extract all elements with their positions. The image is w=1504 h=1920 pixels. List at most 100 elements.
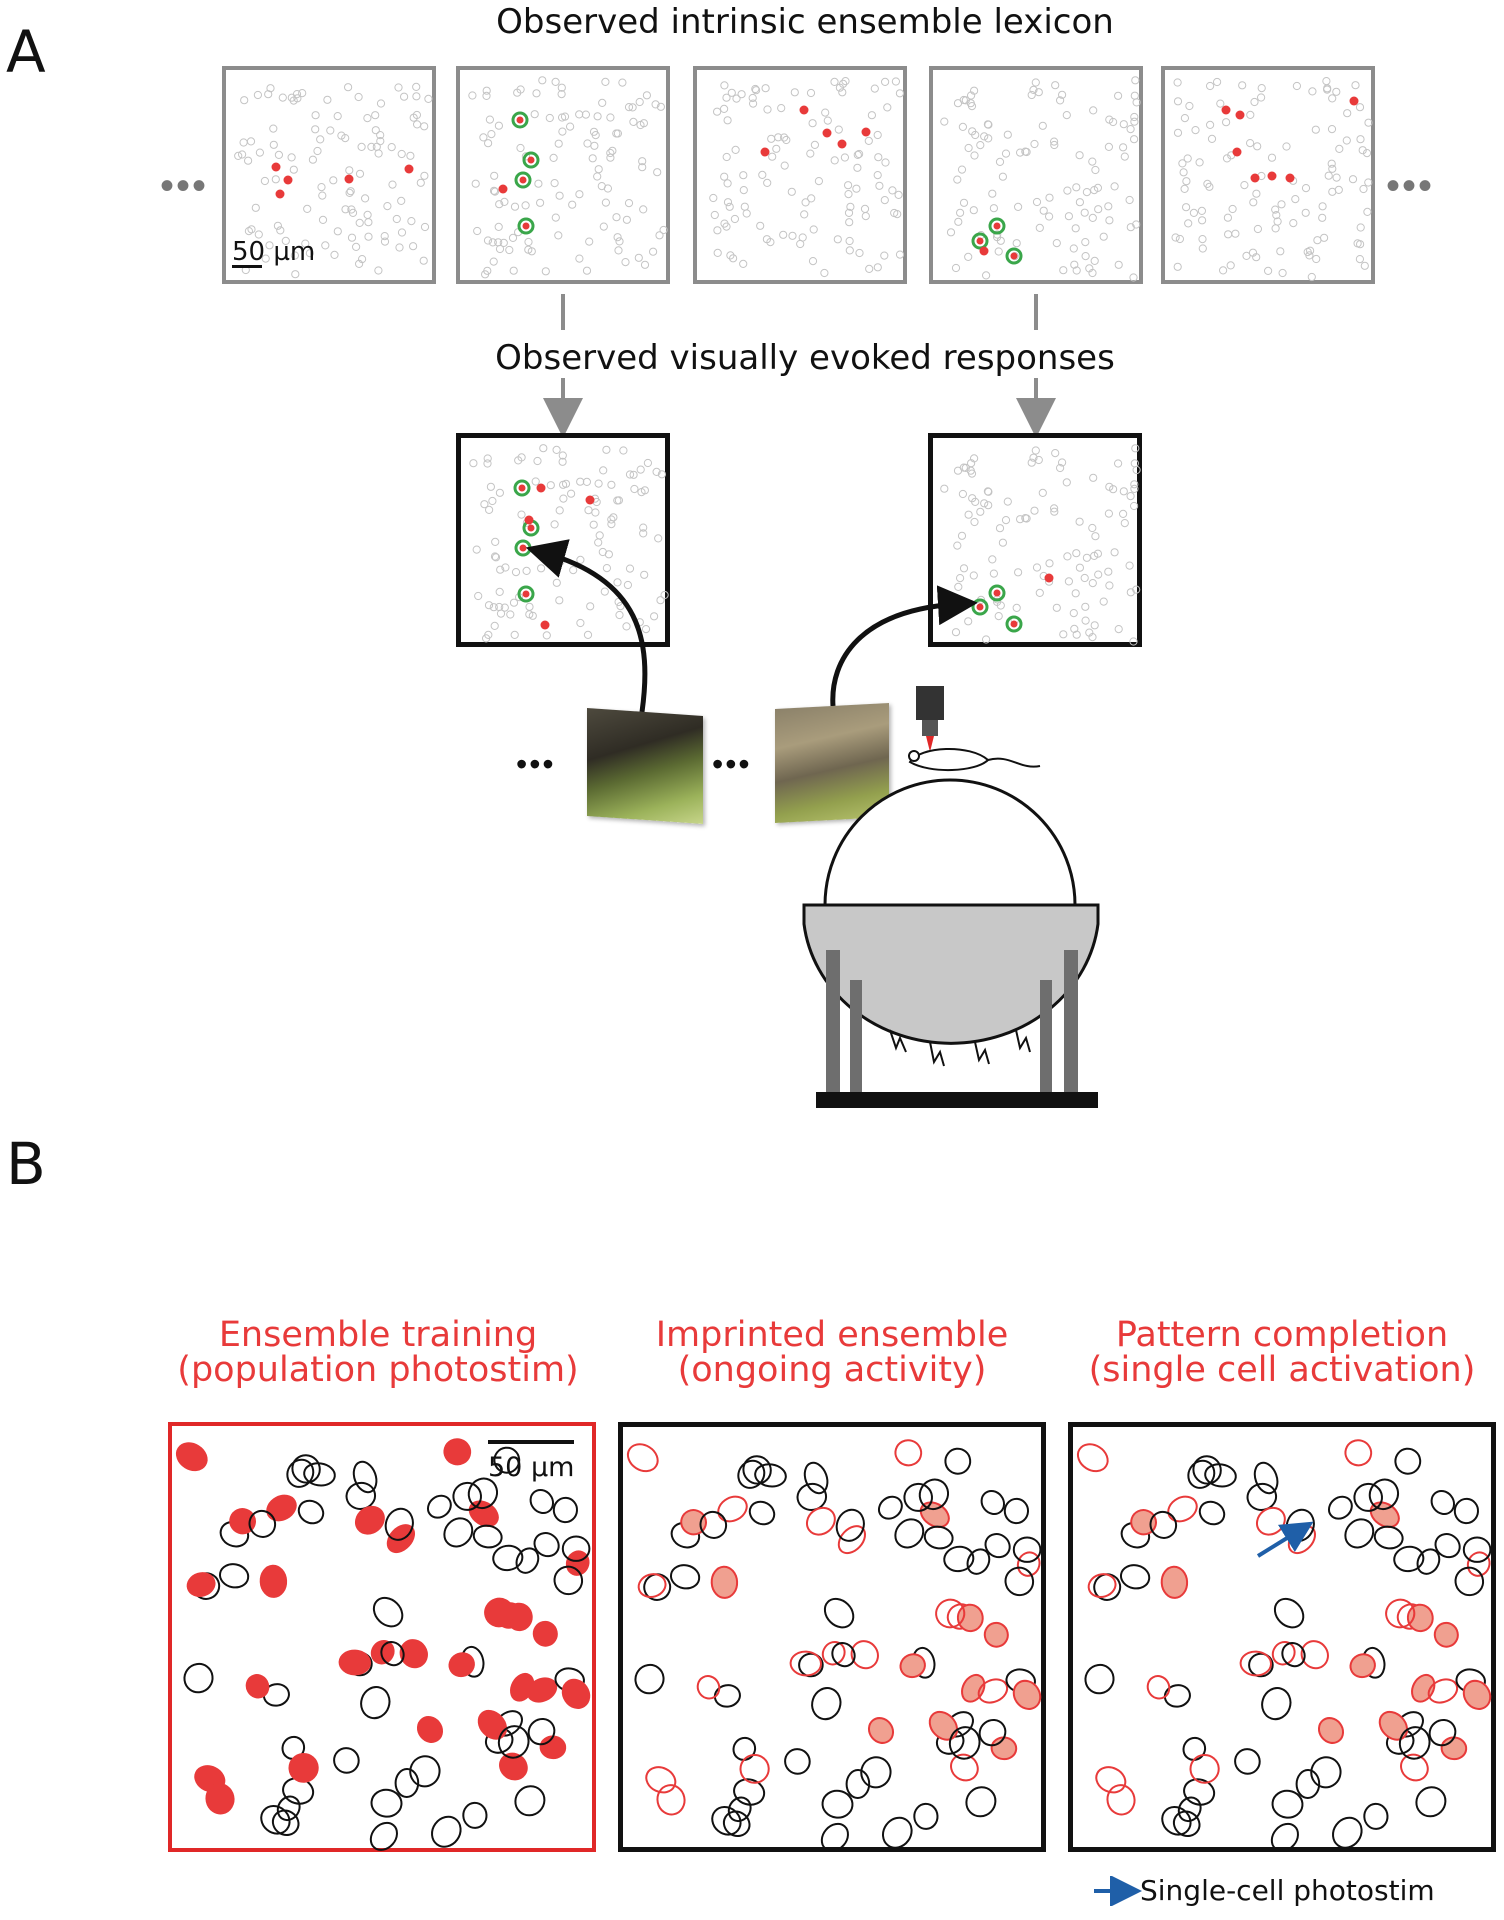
neuron-outline [1355,255,1364,264]
neuron-outline [601,198,610,207]
neuron-outline [1129,637,1138,646]
neuron-outline [376,99,386,108]
neuron-outline [969,206,978,215]
neuron-outline [545,113,554,123]
neuron-outline [269,124,278,133]
neuron-outline [1305,251,1314,260]
neuron-outline [958,122,967,132]
neuron-outline [749,99,758,108]
neuron-outline [622,622,631,631]
neuron-outline [513,88,522,97]
neuron-outline [521,152,531,161]
neuron-outline [713,248,722,257]
neuron-outline [1249,198,1258,207]
heading-2-line2: (ongoing activity) [677,1350,987,1390]
neuron-contour [1453,1497,1480,1525]
neuron-outline [780,133,789,142]
neuron-outline [305,249,315,258]
neuron-outline [1032,563,1042,572]
neuron-outline [655,231,664,240]
neuron-outline [970,151,979,160]
neuron-outline [1313,236,1322,245]
neuron-outline [1356,223,1365,232]
neuron-contour [966,1548,991,1575]
neuron-contour [1183,1778,1216,1806]
neuron-outline [1003,130,1012,139]
treadmill-ball-icon [802,778,1100,1045]
neuron-outline [808,119,817,128]
neuron-outline [1072,630,1081,639]
neuron-outline [550,520,559,529]
neuron-outline [290,251,300,260]
neuron-contour [742,1455,772,1485]
neuron-outline [830,156,839,165]
neuron-contour [1454,1566,1485,1597]
neuron-outline [1328,187,1337,196]
neuron-outline [485,505,494,515]
ensemble-cell [680,1509,707,1536]
neuron-outline [1264,266,1273,275]
neuron-contour [1273,1597,1305,1629]
neuron-outline [551,77,560,86]
neuron-outline [1119,509,1128,519]
neuron-outline [1052,239,1061,248]
neuron-outline [982,271,991,280]
neuron-outline [787,187,796,196]
neuron-outline [1059,266,1068,275]
neuron-contour [669,1564,701,1590]
neuron-outline [1105,115,1114,124]
neuron-outline [499,238,508,247]
ensemble-cell [526,1677,558,1703]
neuron-contour [737,1459,766,1489]
neuron-outline [976,507,985,516]
neuron-outline [613,233,622,242]
neuron-outline [491,553,501,562]
neuron-outline [416,178,425,187]
ensemble-cell [961,1673,986,1703]
neuron-outline [397,196,406,205]
neuron-contour [553,1565,584,1596]
ensemble-cell [1160,1565,1189,1599]
neuron-outline [1093,183,1102,193]
imprinted-frame [618,1422,1046,1852]
neuron-outline [1240,181,1249,190]
ensemble-cell [1189,1753,1220,1784]
neuron-outline [1351,81,1360,90]
neuron-outline [1114,260,1123,269]
neuron-contour [183,1662,214,1694]
neuron-outline [1012,603,1021,612]
neuron-contour [882,1816,913,1849]
neuron-contour [372,1596,404,1628]
neuron-outline [834,125,843,134]
panel-label-b: B [6,1130,46,1198]
ensemble-cell [1400,1753,1429,1782]
neuron-outline [1070,260,1079,269]
neuron-outline [363,114,372,123]
neuron-outline [763,178,772,188]
neuron-outline [1173,78,1182,87]
ensemble-cell [1300,1640,1329,1670]
neuron-contour [894,1518,925,1549]
neuron-outline [629,470,638,479]
neuron-contour [1281,1642,1306,1668]
neuron-contour [831,1642,856,1668]
neuron-outline [1252,189,1261,198]
neuron-contour [1271,1789,1304,1819]
neuron-outline [1089,473,1098,482]
neuron-outline [1180,184,1189,194]
neuron-outline [984,120,993,129]
neuron-outline [471,179,480,188]
neuron-contour [443,1517,474,1548]
neuron-outline [779,230,788,239]
neuron-outline [246,137,256,146]
neuron-outline [1291,195,1300,204]
lexicon-frame-4 [929,66,1143,284]
neuron-outline [1114,91,1123,100]
neuron-outline [810,140,820,150]
neuron-outline [1125,195,1134,205]
ensemble-cell [935,1598,966,1629]
neuron-outline [1039,206,1048,215]
neuron-outline [995,157,1005,167]
ensemble-cell [1106,1784,1136,1816]
neuron-outline [722,152,731,162]
